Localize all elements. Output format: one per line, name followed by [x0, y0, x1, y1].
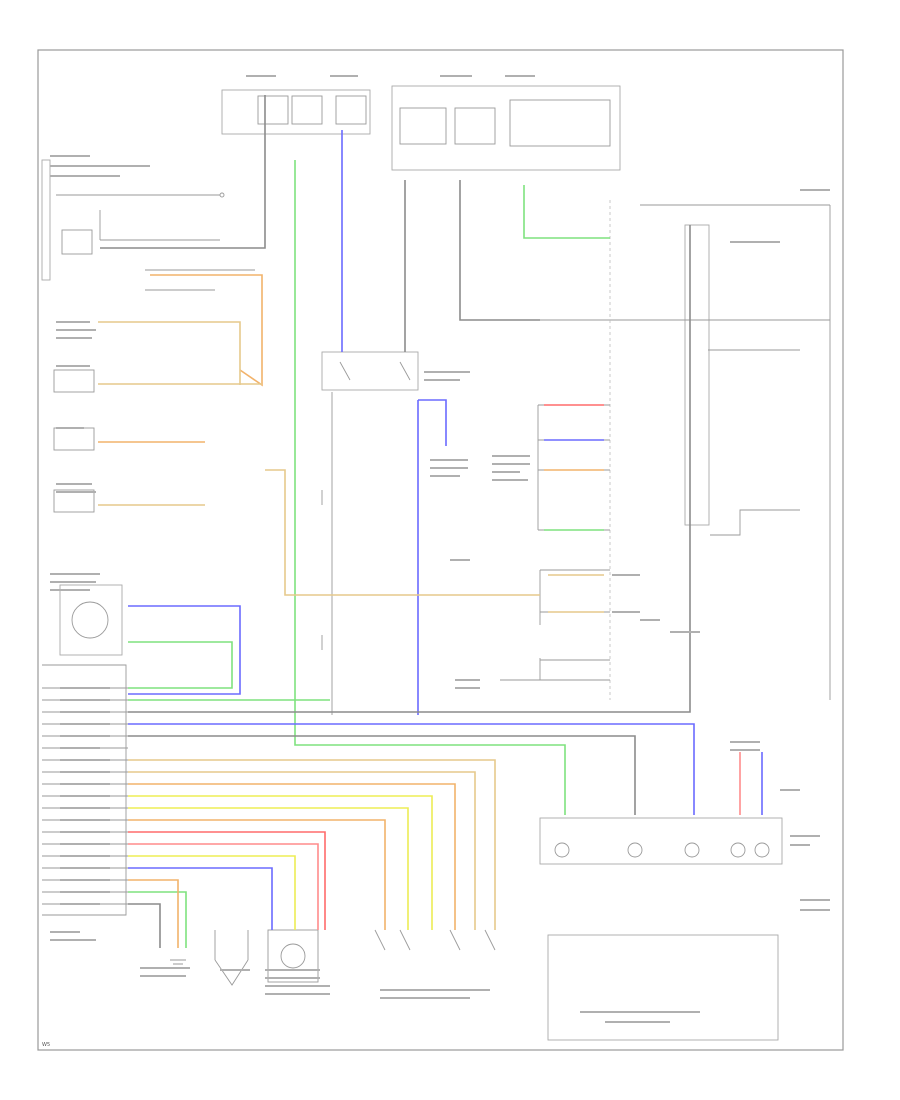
left-switch-a: [53, 369, 95, 393]
wire-black-3: [459, 180, 540, 321]
range-switch-bottom: [374, 929, 496, 951]
right-switch-cluster: [500, 404, 610, 681]
wire-yellow-2: [128, 807, 409, 930]
wire-yellow-1: [128, 795, 433, 930]
shift-switch-block: [539, 817, 783, 1041]
ground-icon: [170, 959, 186, 969]
wire-orange-4: [128, 819, 386, 930]
wire-tan-5: [128, 759, 496, 930]
left-switch-c: [53, 489, 95, 513]
diagram-label-marks: [50, 75, 830, 1023]
sensor-icon: [71, 601, 109, 639]
bottom-switch-a: [214, 930, 249, 986]
wire-tan-7: [548, 574, 604, 613]
connector-row: [145, 269, 255, 291]
wire-green-5: [128, 891, 187, 948]
wire-yellow-3: [128, 855, 296, 930]
wire-pink-2: [128, 843, 319, 930]
wire-tan-1: [98, 321, 241, 385]
output-speed-sensor: [59, 584, 123, 656]
fuse-box-right: [391, 85, 621, 171]
motor-icon: [280, 943, 306, 969]
diagram-frame: [37, 49, 844, 1051]
wire-green-3: [128, 641, 233, 689]
wire-tan-4: [265, 469, 540, 596]
wire-blue-6: [128, 867, 273, 930]
solenoid-motor: [267, 929, 319, 983]
fuse-box-left: [221, 89, 371, 135]
wire-blue-4: [128, 605, 241, 695]
wire-black-6: [128, 903, 161, 948]
wire-orange-3: [128, 783, 456, 930]
frame-id: W5: [42, 1042, 50, 1048]
wire-blue-2: [418, 399, 447, 446]
wire-black-1: [100, 95, 266, 249]
right-module: [540, 200, 831, 700]
wire-black-4: [128, 735, 636, 815]
wire-green-1: [294, 160, 566, 815]
wire-black-5: [128, 225, 691, 713]
wire-red-1: [128, 831, 326, 930]
wire-orange-1: [150, 274, 263, 387]
wire-blue-5: [128, 723, 695, 815]
wire-orange-5: [128, 879, 179, 948]
transmission-range-sensor: [41, 159, 225, 281]
tcm-connector-block: [42, 664, 128, 916]
center-relay: [321, 351, 419, 715]
left-switch-b: [53, 427, 95, 451]
wire-tan-6: [128, 771, 476, 930]
wire-green-2: [523, 185, 610, 239]
